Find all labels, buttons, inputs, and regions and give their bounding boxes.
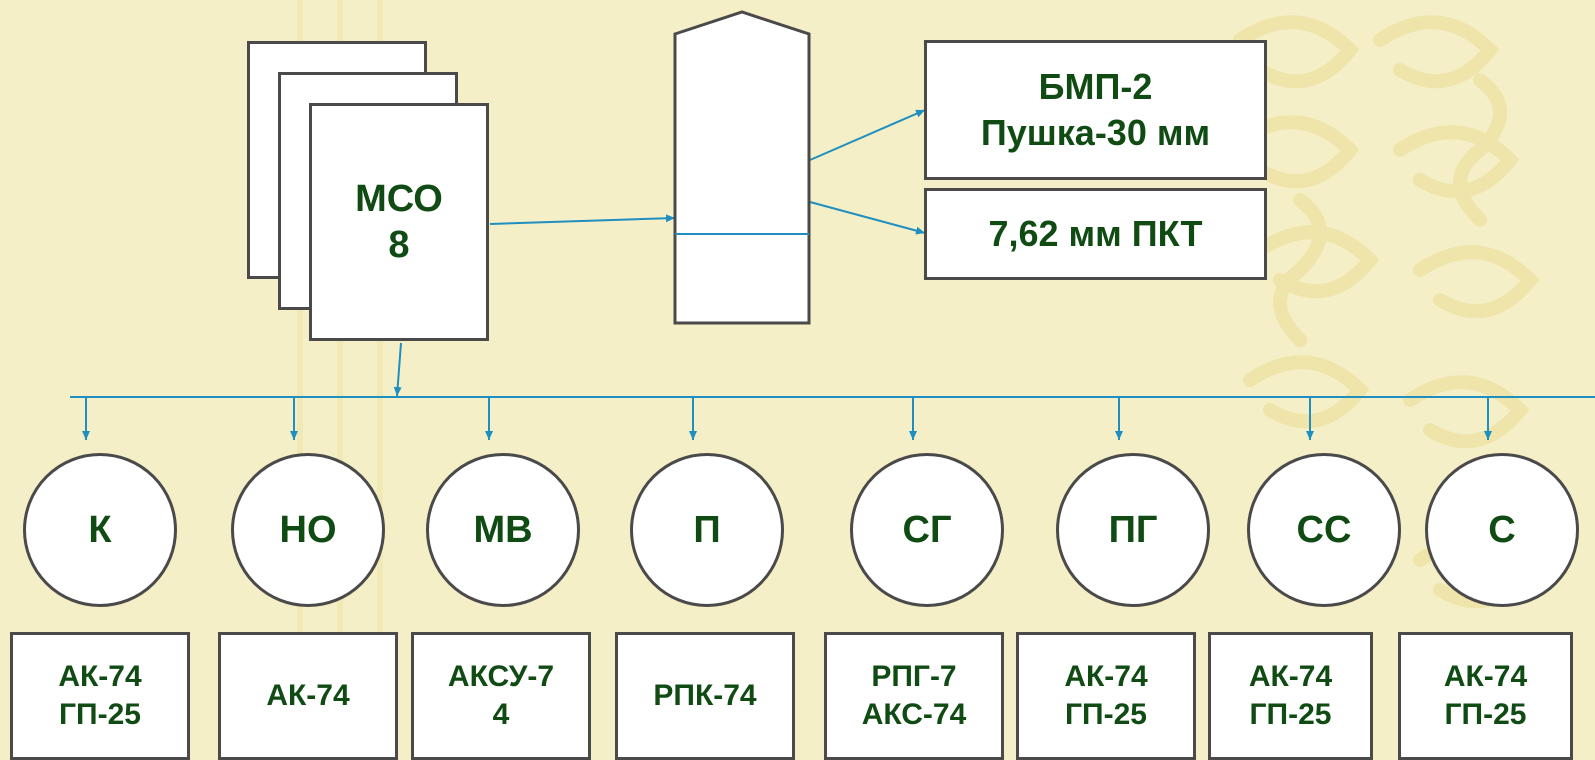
- position-code: ПГ: [1108, 508, 1158, 551]
- position-code: НО: [279, 508, 337, 551]
- vehicle-to-secondary-weapon-arrow: [809, 201, 926, 235]
- position-code: К: [88, 508, 112, 551]
- position-weapon-box: АК-74 ГП-25: [1398, 632, 1573, 760]
- position-weapon-box: РПГ-7 АКС-74: [824, 632, 1004, 760]
- position-circle: ПГ: [1056, 453, 1210, 607]
- vehicle-main-weapon-box: БМП-2 Пушка-30 мм: [924, 40, 1267, 180]
- position-weapon-label: АК-74 ГП-25: [1064, 660, 1148, 731]
- position-circle: СС: [1247, 453, 1401, 607]
- vehicle-secondary-weapon-box: 7,62 мм ПКТ: [924, 188, 1267, 280]
- position-weapon-box: АК-74 ГП-25: [10, 632, 190, 760]
- position-weapon-box: РПК-74: [615, 632, 795, 760]
- position-circle: С: [1425, 453, 1579, 607]
- position-weapon-label: РПК-74: [653, 679, 757, 712]
- position-weapon-box: АК-74 ГП-25: [1208, 632, 1373, 760]
- squad-label: МСО 8: [355, 178, 443, 266]
- position-weapon-box: АКСУ-7 4: [411, 632, 591, 760]
- position-circle: К: [23, 453, 177, 607]
- position-weapon-label: АК-74 ГП-25: [1248, 660, 1333, 731]
- position-weapon-label: АК-74: [266, 679, 350, 712]
- position-weapon-label: РПГ-7 АКС-74: [861, 660, 967, 731]
- position-circle: СГ: [850, 453, 1004, 607]
- vehicle-secondary-weapon-label: 7,62 мм ПКТ: [988, 213, 1203, 254]
- position-weapon-box: АК-74: [218, 632, 398, 760]
- vehicle-main-weapon-label: БМП-2 Пушка-30 мм: [980, 66, 1211, 153]
- position-weapon-label: АК-74 ГП-25: [1443, 660, 1528, 731]
- position-weapon-label: АКСУ-7 4: [447, 660, 555, 731]
- position-circle: НО: [231, 453, 385, 607]
- vehicle-symbol: [673, 10, 811, 325]
- position-code: СС: [1296, 508, 1352, 551]
- squad-card: МСО 8: [309, 103, 489, 341]
- squad-to-vehicle-arrow: [489, 214, 676, 225]
- position-circle: МВ: [426, 453, 580, 607]
- position-circle: П: [630, 453, 784, 607]
- vehicle-to-main-weapon-arrow: [809, 109, 926, 161]
- position-code: СГ: [902, 508, 952, 551]
- position-weapon-label: АК-74 ГП-25: [58, 660, 142, 731]
- position-code: МВ: [473, 508, 533, 551]
- squad-to-bus-arrow: [393, 342, 402, 397]
- position-code: С: [1488, 508, 1516, 551]
- position-code: П: [693, 508, 721, 551]
- position-weapon-box: АК-74 ГП-25: [1016, 632, 1196, 760]
